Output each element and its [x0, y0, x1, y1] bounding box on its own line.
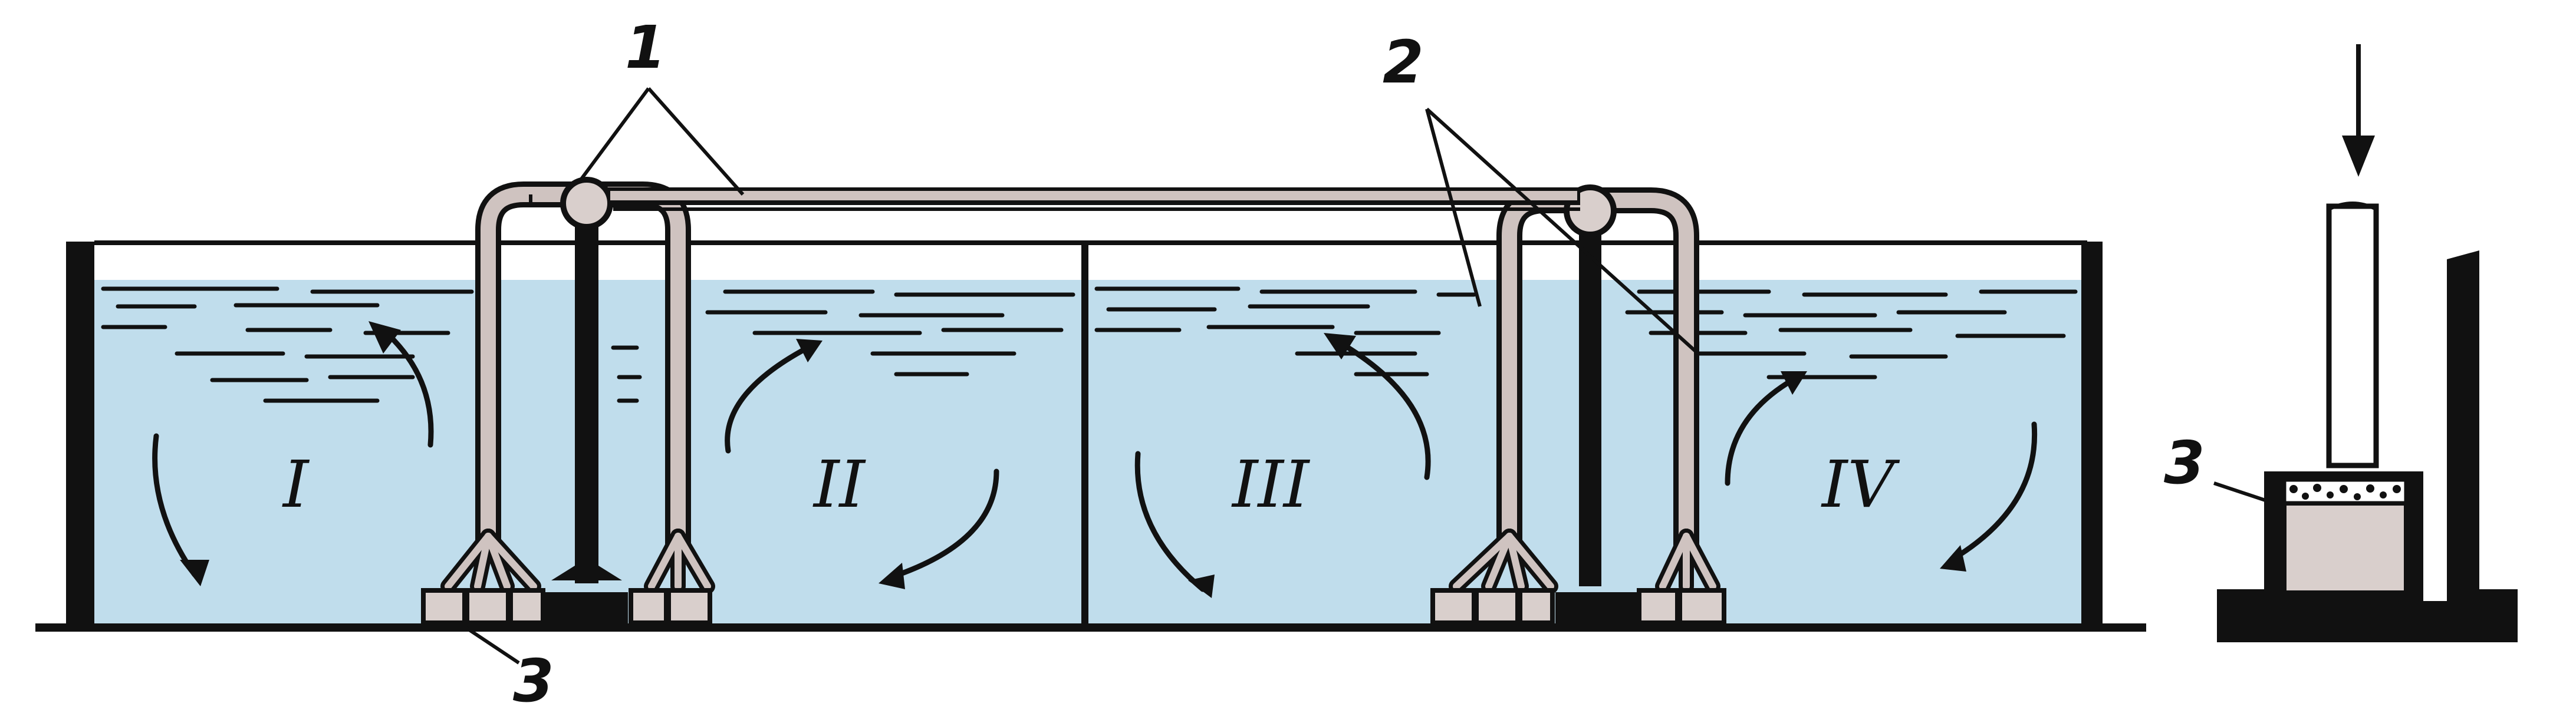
- zone-label-ii: II: [812, 447, 866, 522]
- central-riser-left: [575, 206, 598, 583]
- header-distributor-left: [560, 177, 613, 230]
- callout-3: 3: [513, 646, 554, 715]
- callout-2: 2: [1383, 28, 1424, 97]
- zone-label-iv: IV: [1821, 447, 1900, 522]
- water-ripples: [101, 286, 2078, 403]
- water-body: [94, 280, 2087, 625]
- detail-diffuser-plate: [2283, 502, 2407, 594]
- circulation-arrows: [152, 327, 2038, 592]
- detail-base: [2217, 601, 2518, 642]
- tank-right-wall: [2081, 242, 2103, 628]
- main-air-header: [607, 187, 1580, 211]
- air-space: [94, 242, 2087, 283]
- central-riser-right: [1579, 209, 1601, 586]
- tank-floor: [35, 623, 2146, 632]
- tank-rim: [94, 240, 2087, 245]
- zone-label-iii: III: [1231, 447, 1311, 522]
- diffuser-plates-left: [421, 588, 712, 625]
- diffuser-plates-right: [1430, 588, 1726, 625]
- tank-left-wall: [66, 242, 94, 628]
- detail-inlet-tube: [2326, 203, 2379, 468]
- callout-1: 1: [625, 13, 666, 82]
- aeration-tank: [35, 240, 2146, 632]
- diffuser-detail-view: [2217, 44, 2518, 642]
- arrow-heads: [180, 321, 1966, 598]
- callout-3-detail: 3: [2164, 428, 2205, 497]
- center-partition: [1081, 243, 1088, 626]
- detail-side-wall: [2447, 250, 2479, 616]
- zone-label-i: I: [282, 447, 310, 522]
